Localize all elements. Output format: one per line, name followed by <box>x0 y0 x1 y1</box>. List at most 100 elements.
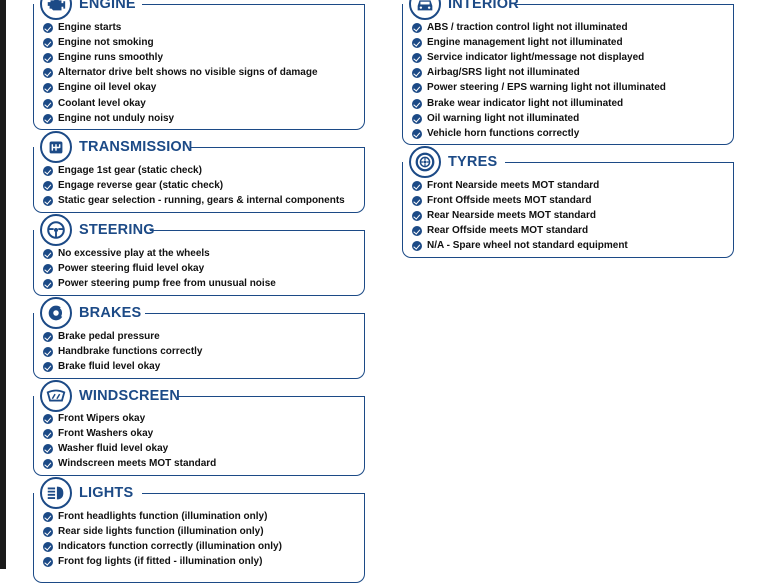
check-icon <box>412 114 422 124</box>
checklist-item: Rear Nearside meets MOT standard <box>427 210 596 221</box>
checklist-item: Vehicle horn functions correctly <box>427 128 580 139</box>
checklist-item: Service indicator light/message not disp… <box>427 52 645 63</box>
check-icon <box>43 444 53 454</box>
checklist-item: Front fog lights (if fitted - illuminati… <box>58 556 263 567</box>
check-icon <box>43 279 53 289</box>
check-icon <box>43 347 53 357</box>
header-rule <box>190 147 365 148</box>
section-title: ENGINE <box>79 0 136 12</box>
checklist-item: ABS / traction control light not illumin… <box>427 22 628 33</box>
section-title: TRANSMISSION <box>79 139 193 155</box>
header-rule <box>178 396 365 397</box>
section-border <box>33 230 365 296</box>
check-icon <box>412 196 422 206</box>
checklist-item: N/A - Spare wheel not standard equipment <box>427 240 628 251</box>
check-icon <box>43 181 53 191</box>
headlight-icon <box>40 477 72 509</box>
checklist-item: Engine not unduly noisy <box>58 113 175 124</box>
check-icon <box>43 264 53 274</box>
check-icon <box>43 53 53 63</box>
checklist-item: Engine starts <box>58 22 122 33</box>
checklist-item: Washer fluid level okay <box>58 443 169 454</box>
checklist-item: Indicators function correctly (illuminat… <box>58 541 282 552</box>
checklist-item: Handbrake functions correctly <box>58 346 203 357</box>
checklist-item: Brake wear indicator light not illuminat… <box>427 98 624 109</box>
checklist-item: Engage 1st gear (static check) <box>58 165 202 176</box>
checklist-item: Front Wipers okay <box>58 413 146 424</box>
gearbox-icon <box>40 131 72 163</box>
check-icon <box>43 83 53 93</box>
section-border <box>33 396 365 476</box>
check-icon <box>412 181 422 191</box>
checklist-item: Alternator drive belt shows no visible s… <box>58 67 318 78</box>
check-icon <box>43 557 53 567</box>
checklist-item: Airbag/SRS light not illuminated <box>427 67 580 78</box>
check-icon <box>412 211 422 221</box>
checklist-item: Front Offside meets MOT standard <box>427 195 592 206</box>
section-border <box>402 4 734 145</box>
check-icon <box>43 196 53 206</box>
check-icon <box>43 249 53 259</box>
section-title: TYRES <box>448 154 498 170</box>
checklist-item: Brake fluid level okay <box>58 361 161 372</box>
section-border <box>402 162 734 258</box>
checklist-item: Power steering / EPS warning light not i… <box>427 82 666 93</box>
steering-wheel-icon <box>40 214 72 246</box>
check-icon <box>412 68 422 78</box>
check-icon <box>412 226 422 236</box>
section-border <box>33 4 365 130</box>
checklist-item: Engine oil level okay <box>58 82 157 93</box>
check-icon <box>43 362 53 372</box>
checklist-item: Brake pedal pressure <box>58 331 160 342</box>
section-title: STEERING <box>79 222 155 238</box>
check-icon <box>43 114 53 124</box>
checklist-item: Engine runs smoothly <box>58 52 164 63</box>
header-rule <box>150 230 365 231</box>
check-icon <box>43 68 53 78</box>
checklist-item: Engine not smoking <box>58 37 154 48</box>
check-icon <box>43 459 53 469</box>
section-title: WINDSCREEN <box>79 388 181 404</box>
check-icon <box>412 99 422 109</box>
car-seat-icon <box>409 0 441 20</box>
check-icon <box>412 23 422 33</box>
header-rule <box>505 162 734 163</box>
checklist-item: Engine management light not illuminated <box>427 37 623 48</box>
header-rule <box>142 493 365 494</box>
page-edge-bar <box>0 0 6 569</box>
checklist-item: Engage reverse gear (static check) <box>58 180 224 191</box>
windscreen-icon <box>40 380 72 412</box>
check-icon <box>412 241 422 251</box>
section-title: INTERIOR <box>448 0 519 12</box>
checklist-item: Static gear selection - running, gears &… <box>58 195 345 206</box>
section-title: LIGHTS <box>79 485 134 501</box>
check-icon <box>43 38 53 48</box>
checklist-item: Front Washers okay <box>58 428 154 439</box>
check-icon <box>43 332 53 342</box>
section-border <box>33 147 365 213</box>
checklist-item: Rear Offside meets MOT standard <box>427 225 589 236</box>
checklist-item: No excessive play at the wheels <box>58 248 210 259</box>
checklist-item: Power steering fluid level okay <box>58 263 205 274</box>
check-icon <box>43 527 53 537</box>
section-border <box>33 313 365 379</box>
check-icon <box>43 542 53 552</box>
checklist-item: Front Nearside meets MOT standard <box>427 180 600 191</box>
checklist-item: Windscreen meets MOT standard <box>58 458 217 469</box>
checklist-item: Rear side lights function (illumination … <box>58 526 264 537</box>
brake-disc-icon <box>40 297 72 329</box>
checklist-item: Coolant level okay <box>58 98 146 109</box>
check-icon <box>43 512 53 522</box>
check-icon <box>43 414 53 424</box>
checklist-item: Power steering pump free from unusual no… <box>58 278 276 289</box>
section-title: BRAKES <box>79 305 142 321</box>
tyre-icon <box>409 146 441 178</box>
check-icon <box>412 129 422 139</box>
check-icon <box>412 53 422 63</box>
header-rule <box>515 4 734 5</box>
check-icon <box>43 23 53 33</box>
header-rule <box>145 313 365 314</box>
check-icon <box>412 83 422 93</box>
check-icon <box>412 38 422 48</box>
header-rule <box>142 4 365 5</box>
